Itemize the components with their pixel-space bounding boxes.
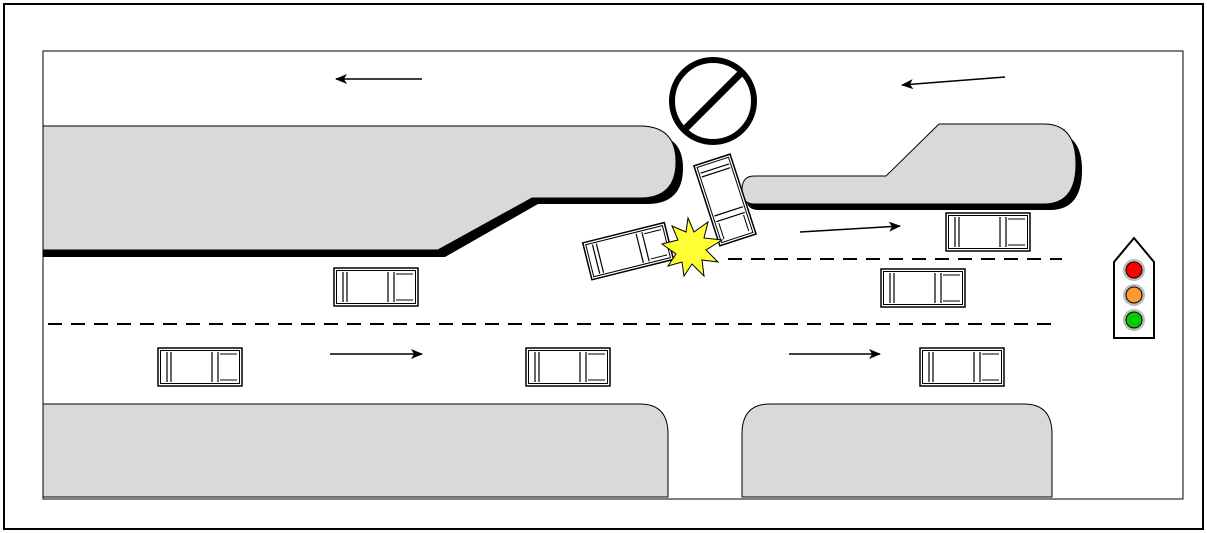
bottom-right-curb (741, 403, 1053, 498)
traffic-light-green-lamp (1125, 311, 1143, 329)
traffic-light-red-lamp (1125, 261, 1143, 279)
right-arrow-icon (799, 221, 901, 233)
traffic-light-amber-lamp (1125, 286, 1143, 304)
traffic-light-icon (1113, 236, 1155, 339)
car-icon (945, 212, 1031, 252)
car-icon (157, 347, 243, 387)
car-icon (880, 268, 966, 308)
car-icon (333, 267, 419, 307)
impact-burst-icon (660, 216, 724, 278)
top-left-curb (42, 125, 677, 251)
top-right-curb (741, 123, 1077, 205)
bottom-left-curb (42, 403, 669, 498)
car-icon (919, 347, 1005, 387)
car-icon (525, 347, 611, 387)
left-arrow-icon (901, 76, 1006, 90)
no-entry-sign-icon (669, 57, 757, 145)
